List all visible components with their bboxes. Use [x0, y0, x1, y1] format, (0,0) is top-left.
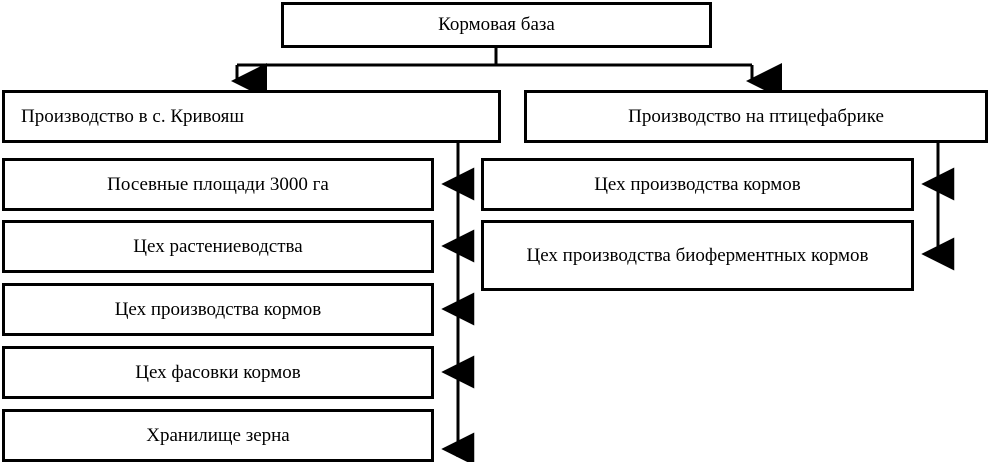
node-sown-areas-label: Посевные площади 3000 га [107, 173, 329, 195]
node-grain-storage[interactable]: Хранилище зерна [2, 409, 434, 462]
node-root-label: Кормовая база [438, 14, 555, 36]
node-branch-krivoyash[interactable]: Производство в с. Кривояш [2, 90, 501, 143]
node-bioferment-feed-shop-label: Цех производства биоферментных кормов [526, 244, 869, 266]
node-feed-production-shop-right-label: Цех производства кормов [594, 173, 801, 195]
node-root[interactable]: Кормовая база [281, 2, 712, 48]
node-crop-shop-label: Цех растениеводства [133, 235, 303, 257]
node-grain-storage-label: Хранилище зерна [146, 424, 290, 446]
node-feed-packing-shop[interactable]: Цех фасовки кормов [2, 346, 434, 399]
node-bioferment-feed-shop[interactable]: Цех производства биоферментных кормов [481, 220, 914, 291]
node-branch-krivoyash-label: Производство в с. Кривояш [21, 105, 245, 127]
node-sown-areas[interactable]: Посевные площади 3000 га [2, 158, 434, 211]
node-branch-poultry-factory-label: Производство на птицефабрике [628, 105, 884, 127]
node-feed-production-shop-right[interactable]: Цех производства кормов [481, 158, 914, 211]
node-feed-production-shop-left-label: Цех производства кормов [114, 298, 322, 320]
node-branch-poultry-factory[interactable]: Производство на птицефабрике [524, 90, 988, 143]
node-feed-packing-shop-label: Цех фасовки кормов [135, 361, 301, 383]
node-crop-shop[interactable]: Цех растениеводства [2, 220, 434, 273]
node-feed-production-shop-left[interactable]: Цех производства кормов [2, 283, 434, 336]
